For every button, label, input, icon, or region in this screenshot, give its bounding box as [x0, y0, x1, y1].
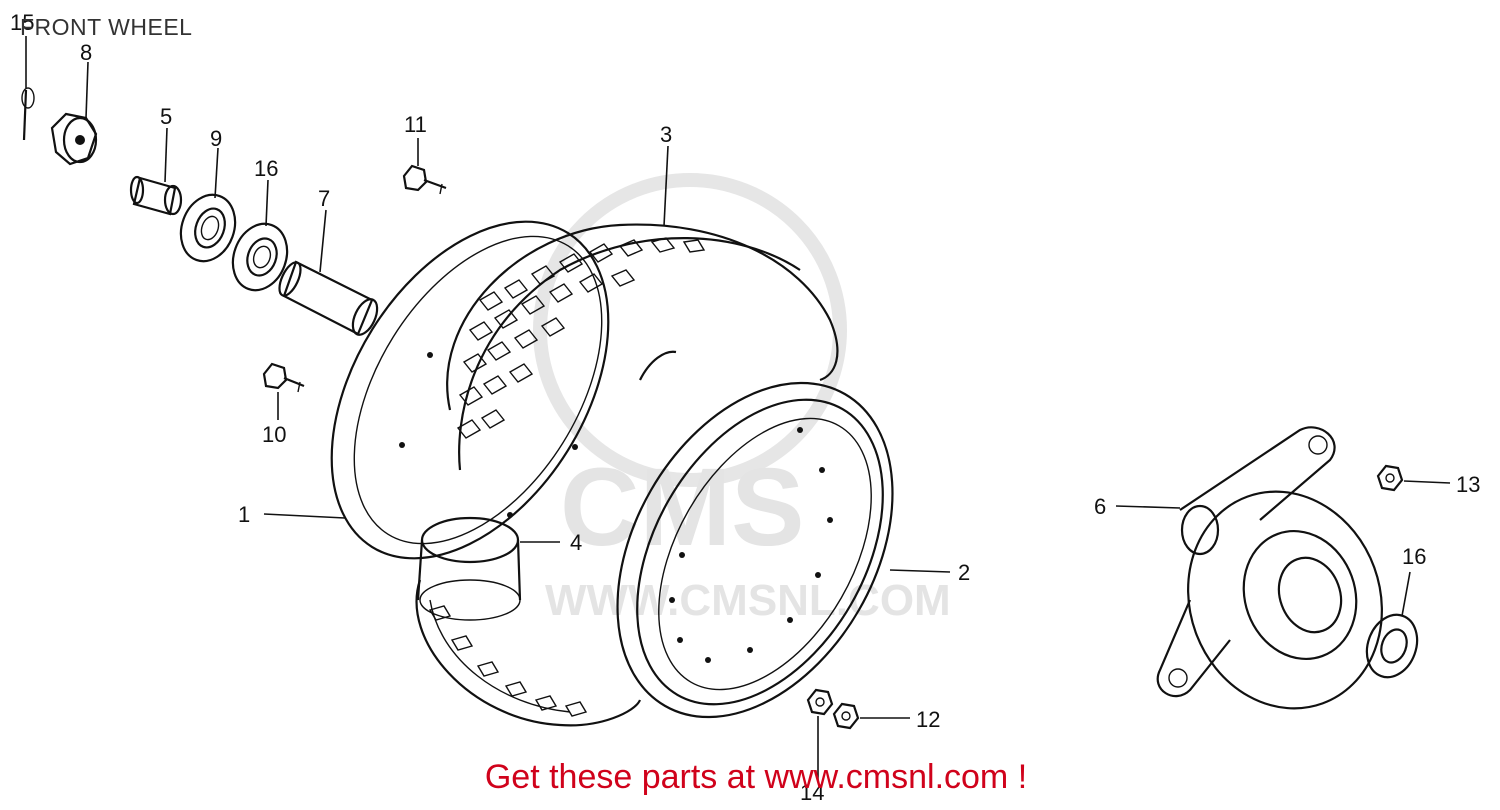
callout-9: 9 — [210, 126, 222, 151]
callout-12: 12 — [916, 707, 940, 732]
callout-4: 4 — [570, 530, 582, 555]
spacer-part-5 — [129, 175, 183, 216]
promo-banner-link[interactable]: Get these parts at www.cmsnl.com ! — [484, 758, 1028, 796]
callout-13: 13 — [1456, 472, 1480, 497]
oil-seal-part-9 — [179, 193, 237, 263]
axle-nut-part-8 — [50, 112, 98, 166]
callout-16-left: 16 — [254, 156, 278, 181]
tire-part-3 — [415, 223, 839, 727]
wheel-hub-part-6 — [1156, 426, 1383, 710]
nut-part-14 — [806, 688, 834, 716]
callout-1: 1 — [238, 502, 250, 527]
watermark-brand: CMS — [560, 446, 804, 569]
leader-lines — [25, 36, 1451, 780]
callout-16-right: 16 — [1402, 544, 1426, 569]
nut-part-13 — [1376, 464, 1404, 492]
diagram-title: FRONT WHEEL — [20, 14, 193, 40]
distance-collar-part-7 — [278, 260, 379, 336]
nut-part-12 — [832, 702, 860, 730]
callout-15: 15 — [10, 10, 34, 35]
rim-spoke-holes — [669, 427, 833, 663]
watermark-url: WWW.CMSNL.COM — [545, 576, 951, 625]
bearing-part-16-right — [1365, 613, 1419, 679]
callout-10: 10 — [262, 422, 286, 447]
inner-tube-part-4 — [416, 350, 677, 621]
cms-watermark: CMS WWW.CMSNL.COM — [533, 173, 951, 625]
bearing-part-16-left — [231, 222, 289, 292]
rim-part-2 — [616, 381, 894, 719]
bolt-part-11 — [402, 164, 447, 195]
callout-2: 2 — [958, 560, 970, 585]
callout-5: 5 — [160, 104, 172, 129]
cotter-pin-part-15 — [21, 87, 35, 141]
bolt-part-10 — [262, 362, 305, 393]
callout-14: 14 — [800, 780, 824, 805]
callout-11: 11 — [404, 112, 427, 137]
tire-tread-pattern — [428, 237, 706, 717]
wheel-rim-part-1 — [330, 220, 610, 560]
callout-8: 8 — [80, 40, 92, 65]
callout-3: 3 — [660, 122, 672, 147]
callout-numbers: 15 8 5 9 16 7 3 11 10 1 4 2 6 13 16 12 1… — [10, 10, 1480, 805]
callout-6: 6 — [1094, 494, 1106, 519]
callout-7: 7 — [318, 186, 330, 211]
